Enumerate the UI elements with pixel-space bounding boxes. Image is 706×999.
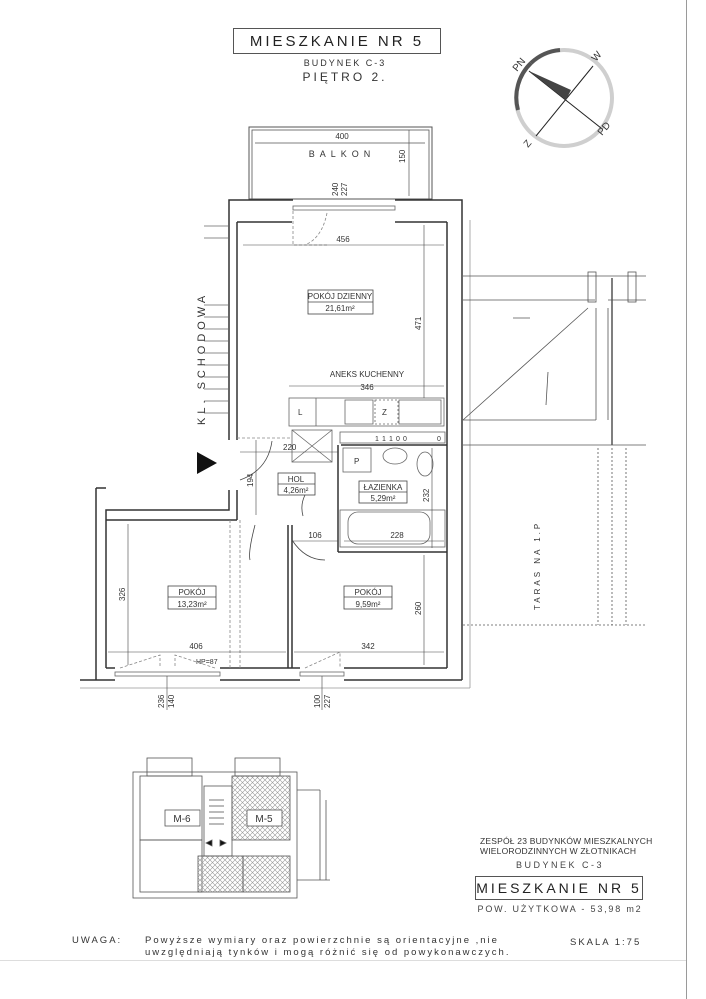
balcony xyxy=(248,126,433,200)
compass-label-pd: PD xyxy=(596,120,613,138)
svg-text:21,61m²: 21,61m² xyxy=(325,304,355,313)
note-line-1: Powyższe wymiary oraz powierzchnie są or… xyxy=(145,935,499,946)
balcony-window-dim-a: 240 xyxy=(331,182,340,196)
svg-text:0: 0 xyxy=(437,436,441,443)
kitchen-strip: 1 1 1 0 0 0 xyxy=(375,436,441,443)
bottom-divider xyxy=(0,960,686,961)
svg-text:1: 1 xyxy=(382,436,386,443)
svg-text:13,23m²: 13,23m² xyxy=(177,600,207,609)
title-block: ZESPÓŁ 23 BUDYNKÓW MIESZKALNYCH WIELOROD… xyxy=(460,836,660,914)
fridge-label: L xyxy=(298,408,303,417)
svg-text:260: 260 xyxy=(414,601,423,615)
dimension-values: 456 471 346 220 194 232 228 106 326 406 … xyxy=(118,235,431,708)
svg-text:1: 1 xyxy=(389,436,393,443)
kitchen-unit xyxy=(288,397,446,548)
svg-text:1: 1 xyxy=(375,436,379,443)
staircase-steps xyxy=(204,225,229,414)
balcony-label: BALKON xyxy=(309,149,376,159)
door-swings xyxy=(119,211,341,669)
sheet-border xyxy=(686,0,687,999)
svg-text:100: 100 xyxy=(313,694,322,708)
entrance-arrow-icon xyxy=(197,452,217,474)
svg-text:326: 326 xyxy=(118,587,127,601)
note-text: Powyższe wymiary oraz powierzchnie są or… xyxy=(145,935,510,959)
balcony-width-dim: 400 xyxy=(335,132,349,141)
compass-label-w: W xyxy=(590,49,605,64)
scale-label: SKALA 1:75 xyxy=(570,937,642,948)
balcony-depth-dim: 150 xyxy=(398,149,407,163)
balcony-window-dim-b: 227 xyxy=(340,182,349,196)
svg-text:POKÓJ: POKÓJ xyxy=(178,588,205,597)
svg-text:4,26m²: 4,26m² xyxy=(284,486,309,495)
project-line-1: ZESPÓŁ 23 BUDYNKÓW MIESZKALNYCH xyxy=(480,836,653,846)
svg-text:346: 346 xyxy=(360,383,374,392)
terrace-structure xyxy=(462,271,646,626)
svg-text:456: 456 xyxy=(336,235,350,244)
windows xyxy=(80,205,471,689)
svg-text:220: 220 xyxy=(283,443,297,452)
svg-text:342: 342 xyxy=(361,642,375,651)
kitchen-label: ANEKS KUCHENNY xyxy=(330,370,405,379)
usable-area: POW. UŻYTKOWA - 53,98 m2 xyxy=(477,904,643,914)
compass-rose-icon: PN W PD Z xyxy=(511,48,614,150)
svg-text:HP=87: HP=87 xyxy=(196,659,218,666)
room-label-bedroom-2: POKÓJ 9,59m² xyxy=(343,585,393,610)
note-label: UWAGA: xyxy=(72,935,123,946)
svg-text:POKÓJ: POKÓJ xyxy=(354,588,381,597)
svg-text:228: 228 xyxy=(390,531,404,540)
note-line-2: uwzględniają tynków i mogą różnić się od… xyxy=(145,947,511,958)
boiler-label: P xyxy=(354,457,359,466)
svg-text:232: 232 xyxy=(422,488,431,502)
dimension-lines xyxy=(108,225,444,710)
svg-text:ŁAZIENKA: ŁAZIENKA xyxy=(364,483,403,492)
svg-text:5,29m²: 5,29m² xyxy=(371,494,396,503)
svg-text:HOL: HOL xyxy=(288,475,305,484)
terrace-label: TARAS NA 1.P xyxy=(533,521,542,610)
svg-text:227: 227 xyxy=(323,694,332,708)
svg-text:406: 406 xyxy=(189,642,203,651)
svg-text:194: 194 xyxy=(246,473,255,487)
walls xyxy=(80,199,463,681)
title-block-building: BUDYNEK C-3 xyxy=(515,860,604,870)
title-block-apartment: MIESZKANIE NR 5 xyxy=(475,876,643,900)
room-label-bathroom: ŁAZIENKA 5,29m² xyxy=(358,480,408,504)
svg-text:POKÓJ DZIENNY: POKÓJ DZIENNY xyxy=(308,292,373,301)
svg-text:140: 140 xyxy=(167,694,176,708)
svg-text:0: 0 xyxy=(396,436,400,443)
svg-text:106: 106 xyxy=(308,531,322,540)
compass-label-z: Z xyxy=(522,138,534,150)
floor-label: PIĘTRO 2. xyxy=(302,70,388,84)
room-label-hall: HOL 4,26m² xyxy=(277,472,316,496)
page-title: MIESZKANIE NR 5 xyxy=(233,28,441,54)
room-label-bedroom-1: POKÓJ 13,23m² xyxy=(167,585,217,610)
interior-doors xyxy=(239,440,326,561)
svg-text:0: 0 xyxy=(403,436,407,443)
cabinet-label: Z xyxy=(382,408,387,417)
staircase-label: KL. SCHODOWA xyxy=(196,292,208,425)
key-plan xyxy=(132,757,330,899)
key-plan-unit-m5: M-5 xyxy=(255,814,273,825)
project-line-2: WIELORODZINNYCH W ZŁOTNIKACH xyxy=(480,846,637,856)
svg-text:9,59m²: 9,59m² xyxy=(356,600,381,609)
building-label: BUDYNEK C-3 xyxy=(303,58,387,68)
svg-text:471: 471 xyxy=(414,316,423,330)
key-plan-unit-m6: M-6 xyxy=(173,814,191,825)
svg-text:236: 236 xyxy=(157,694,166,708)
room-label-living: POKÓJ DZIENNY 21,61m² xyxy=(307,289,374,315)
